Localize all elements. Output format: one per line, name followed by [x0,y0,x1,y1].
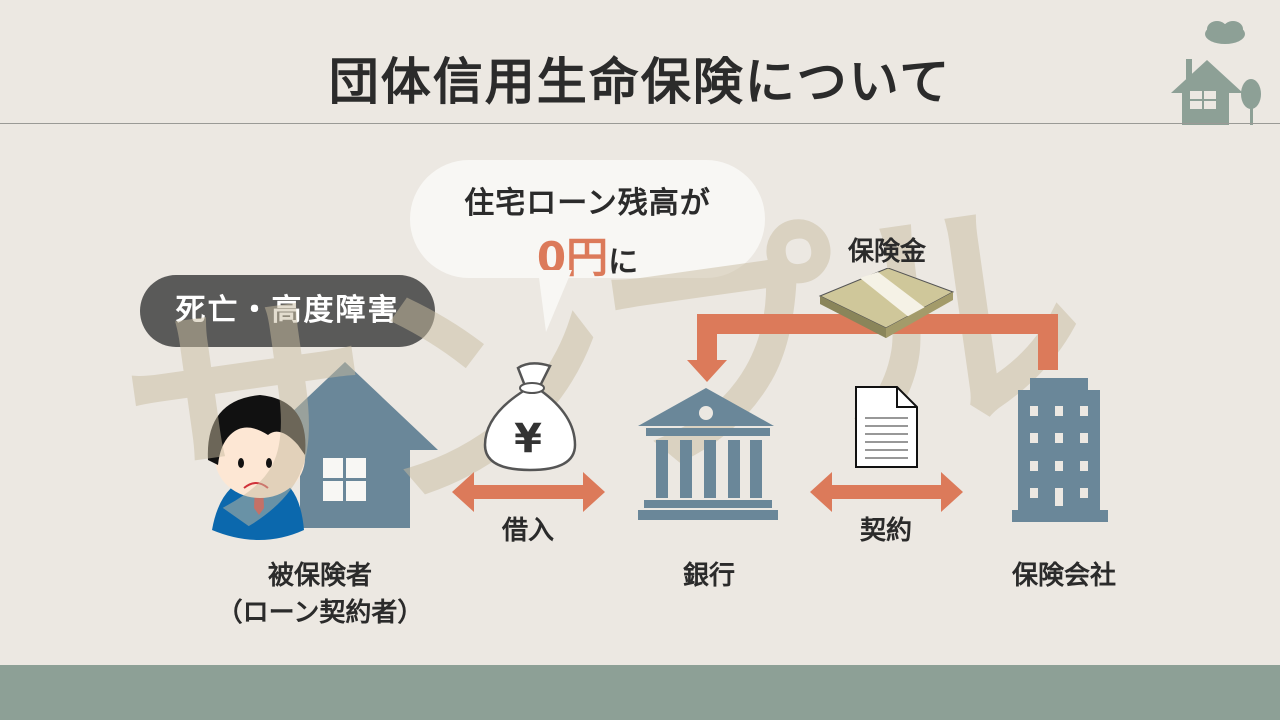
insurance-company-building-icon [1012,378,1108,522]
insurer-label: 保険会社 [1011,561,1116,591]
event-badge: 死亡・高度障害 [140,275,435,347]
yen-symbol: ¥ [514,416,542,462]
bubble-suffix: に [608,245,639,280]
bubble-line1: 住宅ローン残高が [464,186,711,221]
house-tree-cloud-icon [1165,21,1280,125]
worried-person-icon [207,395,306,540]
cash-bundle-icon [818,268,955,338]
borrow-double-arrow [452,472,605,512]
contract-double-arrow [810,472,963,512]
money-bag-icon: ¥ [483,362,577,472]
bank-label: 銀行 [682,561,735,591]
insured-label: 被保険者 [267,561,372,591]
page-title: 団体信用生命保険について [328,53,952,111]
contract-label: 契約 [859,516,912,546]
header-divider [0,123,1280,124]
footer-bar [0,665,1280,720]
insured-sub-label: （ローン契約者） [216,598,424,628]
bubble-tail [538,270,572,332]
contract-document-icon [855,386,918,468]
bank-icon [638,388,778,520]
insurance-money-label: 保険金 [847,237,926,267]
house-icon [252,362,438,528]
borrow-label: 借入 [501,516,554,546]
speech-bubble: 住宅ローン残高が 0円に [410,160,765,282]
